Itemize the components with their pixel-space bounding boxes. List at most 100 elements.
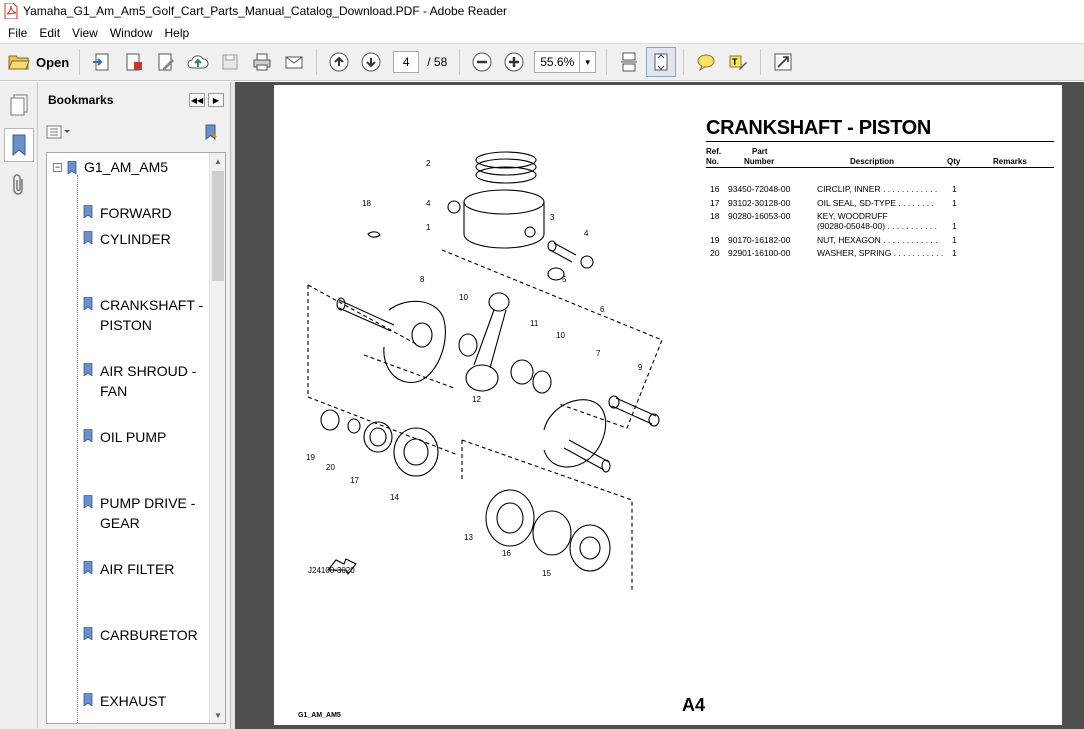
footer-model: G1_AM_AM5: [298, 712, 341, 719]
header-remarks: Remarks: [993, 157, 1027, 166]
page-title: CRANKSHAFT - PISTON: [706, 117, 932, 139]
bookmark-root[interactable]: − G1_AM_AM5: [53, 159, 168, 175]
menu-edit[interactable]: Edit: [39, 25, 61, 40]
bookmark-cylinder[interactable]: CYLINDER: [83, 229, 210, 249]
pages-icon: [10, 94, 28, 116]
bookmark-oil-pump[interactable]: OIL PUMP: [83, 427, 210, 447]
zoom-input[interactable]: [535, 52, 580, 72]
bookmark-forward[interactable]: FORWARD: [83, 203, 210, 223]
page-number-input[interactable]: [393, 51, 420, 73]
bookmark-exhaust[interactable]: EXHAUST: [83, 691, 210, 711]
create-pdf-icon: [93, 53, 109, 71]
bookmark-icon: [83, 429, 93, 442]
menu-bar: File Edit View Window Help: [0, 22, 1084, 43]
bookmark-carburetor[interactable]: CARBURETOR: [83, 625, 210, 645]
new-bookmark-icon[interactable]: [202, 123, 220, 141]
bookmark-icon: [83, 363, 93, 376]
printer-icon: [253, 53, 271, 71]
callout-label: 13: [464, 533, 473, 542]
navigation-strip: [0, 82, 38, 729]
scroll-up-icon[interactable]: ▲: [214, 156, 222, 166]
expand-button[interactable]: [768, 47, 798, 77]
menu-view[interactable]: View: [72, 25, 98, 40]
bookmark-air-shroud-fan[interactable]: AIR SHROUD - FAN: [83, 361, 210, 401]
callout-label: 2: [426, 159, 431, 168]
panel-splitter[interactable]: [231, 82, 235, 729]
toolbar-separator: [683, 49, 685, 75]
bookmark-icon: [83, 561, 93, 574]
callout-label: 4: [426, 199, 431, 208]
callout-label: 20: [326, 463, 335, 472]
speech-bubble-icon: [697, 54, 715, 72]
create-pdf-button[interactable]: [87, 47, 117, 77]
toolbar-separator: [760, 49, 762, 75]
bookmarks-panel-button[interactable]: [4, 128, 34, 162]
header-description: Description: [850, 157, 895, 166]
callout-label: 10: [459, 293, 468, 302]
scrolling-mode-button[interactable]: [614, 47, 644, 77]
bookmarks-header: Bookmarks ◀◀ ▶: [38, 82, 230, 118]
bookmark-crankshaft-piston[interactable]: CRANKSHAFT - PISTON: [83, 295, 210, 335]
bookmarks-tree: − G1_AM_AM5 FORWARD CYLINDER CRANKSHAFT …: [46, 152, 226, 724]
bookmark-icon: [83, 495, 93, 508]
next-page-button[interactable]: [356, 47, 386, 77]
chevron-down-icon[interactable]: ▼: [579, 52, 595, 72]
print-button[interactable]: [247, 47, 277, 77]
header-no: No.: [706, 157, 719, 166]
previous-page-button[interactable]: [324, 47, 354, 77]
menu-file[interactable]: File: [8, 25, 28, 40]
tree-line: [77, 175, 78, 723]
page-thumbnails-button[interactable]: [4, 88, 34, 122]
scroll-down-icon[interactable]: ▼: [214, 710, 222, 720]
bookmarks-scrollbar[interactable]: ▲ ▼: [209, 153, 225, 723]
highlight-button[interactable]: T: [723, 47, 753, 77]
upload-button[interactable]: [183, 47, 213, 77]
edit-pdf-button[interactable]: [151, 47, 181, 77]
toolbar-separator: [79, 49, 81, 75]
zoom-out-button[interactable]: [467, 47, 497, 77]
callout-label: 12: [472, 395, 481, 404]
export-pdf-icon: [126, 53, 143, 71]
bookmark-air-filter[interactable]: AIR FILTER: [83, 559, 210, 579]
page-total: / 58: [427, 55, 448, 69]
options-menu-icon[interactable]: [46, 124, 72, 140]
edit-pdf-icon: [158, 53, 175, 71]
comment-button[interactable]: [691, 47, 721, 77]
bookmark-ribbon-icon: [12, 134, 26, 157]
toolbar-separator: [459, 49, 461, 75]
callout-label: 16: [502, 549, 511, 558]
callout-label: 7: [596, 349, 601, 358]
footer-page-code: A4: [682, 695, 706, 715]
panel-menu-button[interactable]: ▶: [208, 93, 224, 107]
exploded-parts-diagram: 2 18 4 1 3 4 5 8 10 6 11 10 7 9 12 19 20…: [306, 151, 663, 590]
bookmark-icon: [83, 297, 93, 310]
pdf-file-icon: [4, 3, 18, 19]
attachments-button[interactable]: [4, 168, 34, 202]
pdf-page: 2 18 4 1 3 4 5 8 10 6 11 10 7 9 12 19 20…: [274, 85, 1062, 725]
open-label: Open: [36, 54, 70, 70]
export-pdf-button[interactable]: [119, 47, 149, 77]
window-title: Yamaha_G1_Am_Am5_Golf_Cart_Parts_Manual_…: [23, 4, 508, 18]
open-button[interactable]: Open: [8, 53, 69, 71]
arrow-up-circle-icon: [329, 52, 349, 72]
email-button[interactable]: [279, 47, 309, 77]
zoom-in-button[interactable]: [499, 47, 529, 77]
bookmark-pump-drive-gear[interactable]: PUMP DRIVE - GEAR: [83, 493, 210, 533]
collapse-toggle[interactable]: −: [53, 161, 62, 172]
paperclip-icon: [13, 174, 23, 195]
toolbar: Open / 58 ▼: [0, 43, 1084, 81]
scrollbar-thumb[interactable]: [212, 171, 224, 281]
callout-label: 5: [562, 275, 567, 284]
bookmark-icon: [83, 205, 93, 218]
zoom-select[interactable]: ▼: [534, 51, 597, 73]
callout-label: 6: [600, 305, 605, 314]
folder-icon: [8, 55, 30, 70]
menu-window[interactable]: Window: [109, 25, 153, 40]
menu-help[interactable]: Help: [164, 25, 190, 40]
header-part: Part: [752, 147, 768, 156]
save-button[interactable]: [215, 47, 245, 77]
bookmark-root-label: G1_AM_AM5: [84, 159, 169, 175]
header-qty: Qty: [947, 157, 961, 166]
collapse-panel-button[interactable]: ◀◀: [189, 93, 205, 107]
fit-page-button[interactable]: [646, 47, 677, 77]
